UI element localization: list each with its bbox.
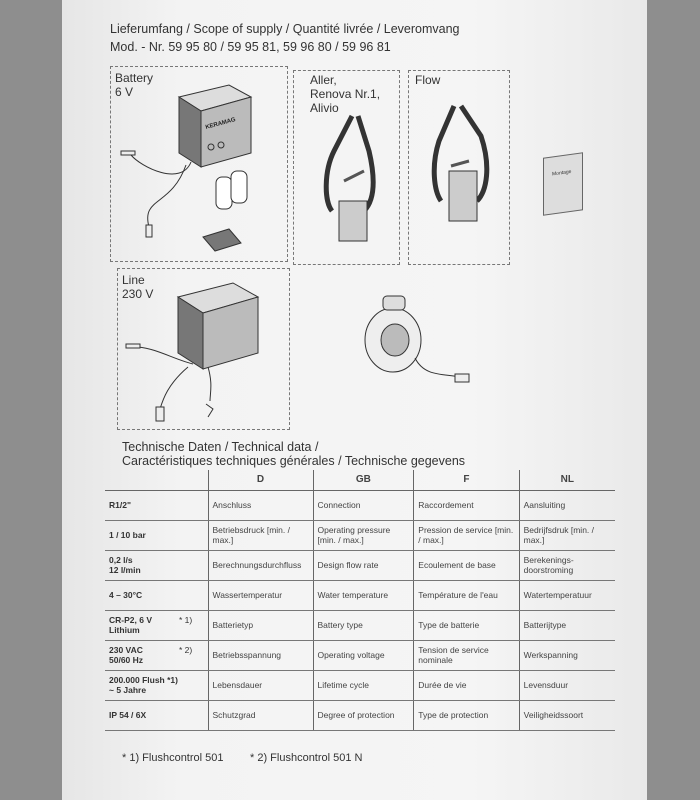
spec-value: 4 – 30°C (109, 590, 143, 600)
cell-nl: Batterijtype (518, 610, 615, 641)
footnote-1: * 1) Flushcontrol 501 (122, 752, 224, 764)
spec-cell: CR-P2, 6 V * 1) Lithium (105, 610, 208, 641)
cell-d: Berechnungsdurchfluss (207, 550, 313, 581)
spec-note: * 1) (179, 615, 193, 625)
spec-value-2: ~ 5 Jahre (109, 685, 147, 695)
spec-value: CR-P2, 6 V (109, 615, 152, 625)
battery-figure: Battery 6 V KERAMAG (110, 66, 288, 262)
flow-label: Flow (415, 73, 441, 87)
cell-f: Durée de vie (413, 670, 520, 701)
cell-gb: Degree of protection (312, 700, 414, 731)
footnote-2: * 2) Flushcontrol 501 N (250, 752, 363, 764)
cell-f: Pression de service [min. / max.] (413, 520, 520, 551)
table-header-row: D GB F NL (105, 470, 615, 491)
spec-value: IP 54 / 6X (109, 710, 147, 720)
header-nl: NL (518, 470, 615, 491)
line-voltage: 230 V (122, 287, 154, 301)
technical-data-title: Technische Daten / Technical data / (122, 440, 319, 454)
cell-nl: Levensduur (518, 670, 615, 701)
cell-d: Anschluss (207, 490, 313, 521)
sensor-illustration (364, 295, 470, 383)
spec-cell: 230 VAC * 2) 50/60 Hz (105, 640, 208, 671)
cell-d: Batterietyp (207, 610, 313, 641)
cell-gb: Operating pressure [min. / max.] (312, 520, 414, 551)
cell-f: Ecoulement de base (413, 550, 520, 581)
cell-d: Lebensdauer (207, 670, 313, 701)
spec-value-2: 12 l/min (109, 565, 141, 575)
cell-nl: Berekenings-doorstroming (518, 550, 615, 581)
technical-data-subtitle: Caractéristiques techniques générales / … (122, 454, 466, 468)
spec-value-2: 50/60 Hz (109, 655, 144, 665)
flow-valve-illustration (431, 104, 490, 222)
cell-gb: Water temperature (312, 580, 414, 611)
spec-value: 0,2 l/s (109, 555, 133, 565)
flow-figure: Flow (408, 70, 510, 265)
cell-nl: Aansluiting (518, 490, 615, 521)
battery-voltage: 6 V (115, 85, 134, 99)
spec-cell: 1 / 10 bar (105, 520, 208, 551)
cell-nl: Bedrijfsdruk [min. / max.] (518, 520, 615, 551)
spec-value: 200.000 Flush *1) (109, 675, 178, 685)
cell-gb: Lifetime cycle (312, 670, 414, 701)
cell-f: Type de protection (413, 700, 520, 731)
manual-booklet: Montage (543, 152, 583, 216)
header-gb: GB (312, 470, 414, 491)
cell-f: Température de l'eau (413, 580, 520, 611)
booklet-label: Montage (552, 168, 572, 178)
cell-gb: Connection (312, 490, 414, 521)
cell-gb: Design flow rate (312, 550, 414, 581)
cell-gb: Battery type (312, 610, 414, 641)
cell-nl: Veiligheidssoort (518, 700, 615, 731)
cell-nl: Watertemperatuur (518, 580, 615, 611)
spec-cell: IP 54 / 6X (105, 700, 208, 731)
header-f: F (413, 470, 520, 491)
aller-label: Aller, (310, 73, 337, 87)
header-spec (105, 470, 208, 491)
cell-f: Raccordement (413, 490, 520, 521)
spec-cell: 200.000 Flush *1)~ 5 Jahre (105, 670, 208, 701)
cell-gb: Operating voltage (312, 640, 414, 671)
cell-d: Schutzgrad (207, 700, 313, 731)
spec-note: * 2) (179, 645, 193, 655)
battery-label: Battery (115, 71, 154, 85)
spec-value: R1/2" (109, 500, 131, 510)
header-d: D (207, 470, 313, 491)
cell-f: Type de batterie (413, 610, 520, 641)
spec-value: 230 VAC (109, 645, 143, 655)
spec-value-2: Lithium (109, 625, 140, 635)
line-figure: Line 230 V (117, 268, 290, 430)
cell-f: Tension de service nominale (413, 640, 520, 671)
cell-d: Betriebsdruck [min. / max.] (207, 520, 313, 551)
spec-value: 1 / 10 bar (109, 530, 146, 540)
model-numbers: Mod. - Nr. 59 95 80 / 59 95 81, 59 96 80… (110, 40, 391, 54)
line-control-unit-illustration (125, 282, 260, 422)
spec-cell: 4 – 30°C (105, 580, 208, 611)
cell-d: Betriebsspannung (207, 640, 313, 671)
valve-illustration (323, 114, 376, 242)
table-row: 1 / 10 bar Betriebsdruck [min. / max.]Ope… (105, 520, 615, 551)
spec-cell: R1/2" (105, 490, 208, 521)
cell-nl: Werkspanning (518, 640, 615, 671)
scope-title: Lieferumfang / Scope of supply / Quantit… (110, 22, 460, 36)
aller-renova-figure: Aller, Renova Nr.1, Alivio (293, 70, 400, 265)
line-label: Line (122, 273, 145, 287)
alivio-label: Alivio (310, 101, 339, 115)
cell-d: Wassertemperatur (207, 580, 313, 611)
renova-label: Renova Nr.1, (310, 87, 381, 101)
battery-control-unit-illustration: KERAMAG (120, 84, 253, 252)
